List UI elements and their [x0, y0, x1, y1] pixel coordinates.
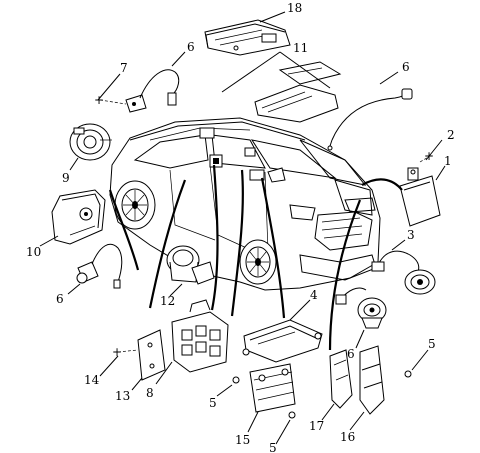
plus-markers: + + +	[94, 93, 434, 359]
plus-marker-7: +	[94, 93, 104, 107]
part-15-frame	[249, 363, 296, 413]
part-13-bracket	[117, 329, 166, 381]
part-16-17-brackets	[329, 345, 385, 415]
callout-6-a: 6	[187, 40, 195, 54]
callout-5-c: 5	[269, 441, 277, 453]
part-7-sensor	[99, 69, 180, 113]
plus-marker-2: +	[424, 149, 434, 163]
callout-6-c: 6	[56, 292, 64, 306]
part-18-module	[204, 19, 291, 56]
callout-6-d: 6	[347, 347, 355, 361]
leader-lines	[39, 11, 446, 445]
part-12-speaker	[166, 245, 215, 285]
callout-11: 11	[293, 41, 308, 55]
callout-1: 1	[444, 154, 452, 168]
callout-9: 9	[62, 171, 70, 185]
part-6-cable-upper	[327, 88, 413, 151]
callout-14: 14	[84, 373, 100, 387]
rear-wheel	[114, 180, 156, 230]
part-6-cable-lower-left	[76, 243, 123, 289]
part-8-relay-box	[171, 299, 229, 373]
part-3-camera	[371, 250, 436, 295]
callout-17: 17	[309, 419, 324, 433]
callout-16: 16	[340, 430, 355, 444]
callout-12: 12	[160, 294, 175, 308]
callout-10: 10	[26, 245, 41, 259]
callout-7: 7	[120, 61, 128, 75]
part-4-control-unit	[242, 319, 323, 363]
part-1-box	[399, 155, 441, 227]
callout-labels: 1 2 3 4 5 5 5 5 6 6 6 6 7 8 9 10 11 12 1…	[26, 1, 455, 453]
callout-15: 15	[235, 433, 250, 447]
callout-3: 3	[407, 228, 415, 242]
front-wheel	[239, 239, 277, 285]
callout-5-b: 5	[209, 396, 217, 410]
callout-8: 8	[146, 386, 154, 400]
callout-5-a: 5	[428, 337, 436, 351]
part-11-module	[254, 61, 342, 123]
plus-marker-14: +	[112, 345, 122, 359]
callout-18: 18	[287, 1, 302, 15]
wiring-harness	[108, 164, 403, 351]
callout-6-b: 6	[402, 60, 410, 74]
callout-13: 13	[115, 389, 130, 403]
part-10-cover	[51, 189, 106, 245]
callout-4: 4	[310, 288, 318, 302]
callout-2: 2	[447, 128, 455, 142]
part-9-round-sensor	[69, 123, 112, 161]
part-6-camera-right	[335, 287, 387, 329]
